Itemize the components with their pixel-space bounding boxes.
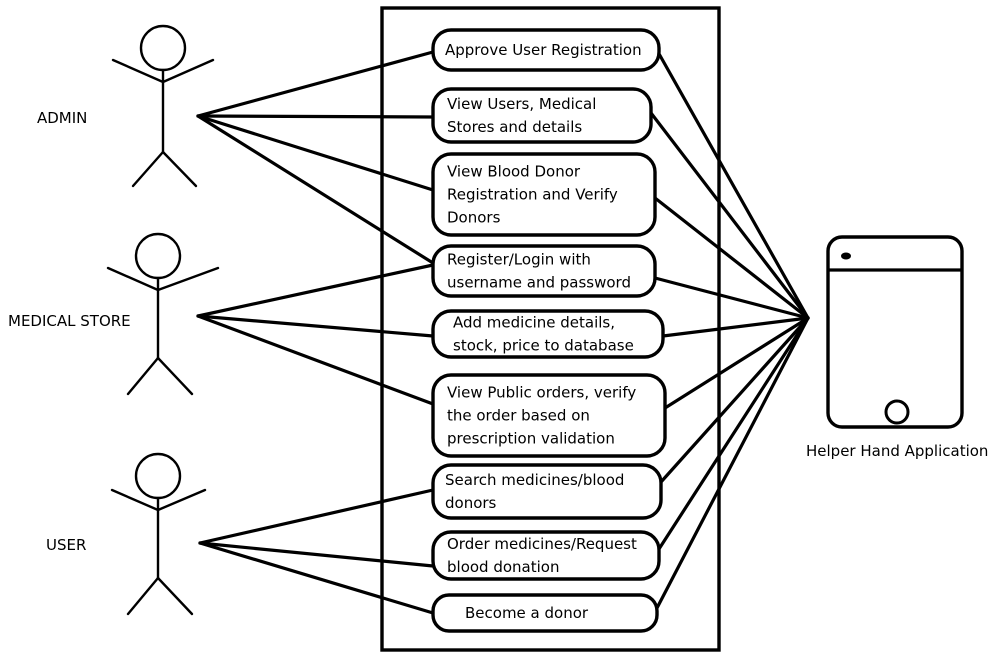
use-case-uc9: Become a donor [431,593,659,633]
use-case-label-line: View Blood Donor [447,163,581,181]
use-case-box [431,593,659,633]
smartphone-icon [826,235,964,429]
association-admin-uc4 [196,114,435,265]
use-case-label-line: donors [445,494,497,512]
association-system-uc3 [653,196,810,320]
association-user-uc8 [198,541,435,568]
actor-user: USER [46,452,207,616]
use-case-label-line: Register/Login with [447,251,591,269]
use-case-label-line: Donors [447,209,501,227]
use-case-label-line: View Public orders, verify [447,384,636,402]
use-case-label-line: Add medicine details, [453,314,615,332]
use-case-label-line: View Users, Medical [447,95,596,113]
use-case-label-line: Registration and Verify [447,186,618,204]
use-case-label-line: username and password [447,274,631,292]
use-case-label-line: stock, price to database [453,337,634,355]
association-system-uc1 [656,50,810,320]
use-case-uc4: Register/Login with username and password [431,244,657,298]
use-case-uc8: Order medicines/Request blood donation [431,530,661,581]
actor-label-admin: ADMIN [37,109,87,127]
use-case-box [431,530,661,581]
use-case-label-line: prescription validation [447,430,615,448]
use-case-label-line: Order medicines/Request [447,535,637,553]
association-system-uc6 [663,316,810,410]
association-system-uc8 [657,316,810,551]
association-admin-uc2 [196,114,435,119]
association-user-uc7 [198,488,435,545]
actor-label-user: USER [46,536,86,554]
use-case-box [431,152,657,237]
association-system-uc2 [649,111,810,320]
system-boundary [380,6,721,652]
association-medical-store-uc5 [196,314,435,338]
use-case-uc7: Search medicines/blood donors [431,463,663,520]
association-medical-store-uc6 [196,314,435,406]
use-case-label-line: Search medicines/blood [445,471,624,489]
association-system-uc5 [661,316,810,338]
association-admin-uc3 [196,114,435,192]
association-system-uc4 [653,276,810,320]
association-system-uc7 [659,316,810,484]
association-user-uc9 [198,541,435,615]
use-case-box [431,87,653,144]
use-case-box [431,309,665,359]
use-case-box [431,244,657,298]
association-system-uc9 [655,316,810,610]
use-case-uc6: View Public orders, verify the order base… [431,373,667,458]
actor-label-medical-store: MEDICAL STORE [8,312,131,330]
use-case-label-line: Become a donor [465,604,589,622]
use-case-uc5: Add medicine details, stock, price to dat… [431,309,665,359]
association-medical-store-uc4 [196,263,435,318]
association-admin-uc1 [196,50,435,118]
use-case-uc1: Approve User Registration [431,28,661,72]
use-case-label-line: Stores and details [447,118,582,136]
actor-admin: ADMIN [37,24,215,188]
use-case-label-line: the order based on [447,407,590,425]
use-case-box [431,463,663,520]
association-lines [196,50,810,615]
system-label: Helper Hand Application [806,442,988,460]
use-case-label-line: Approve User Registration [445,41,642,59]
use-case-label-line: blood donation [447,558,559,576]
use-case-box [431,373,667,458]
actor-medical-store: MEDICAL STORE [8,232,220,396]
use-case-box [431,28,661,72]
